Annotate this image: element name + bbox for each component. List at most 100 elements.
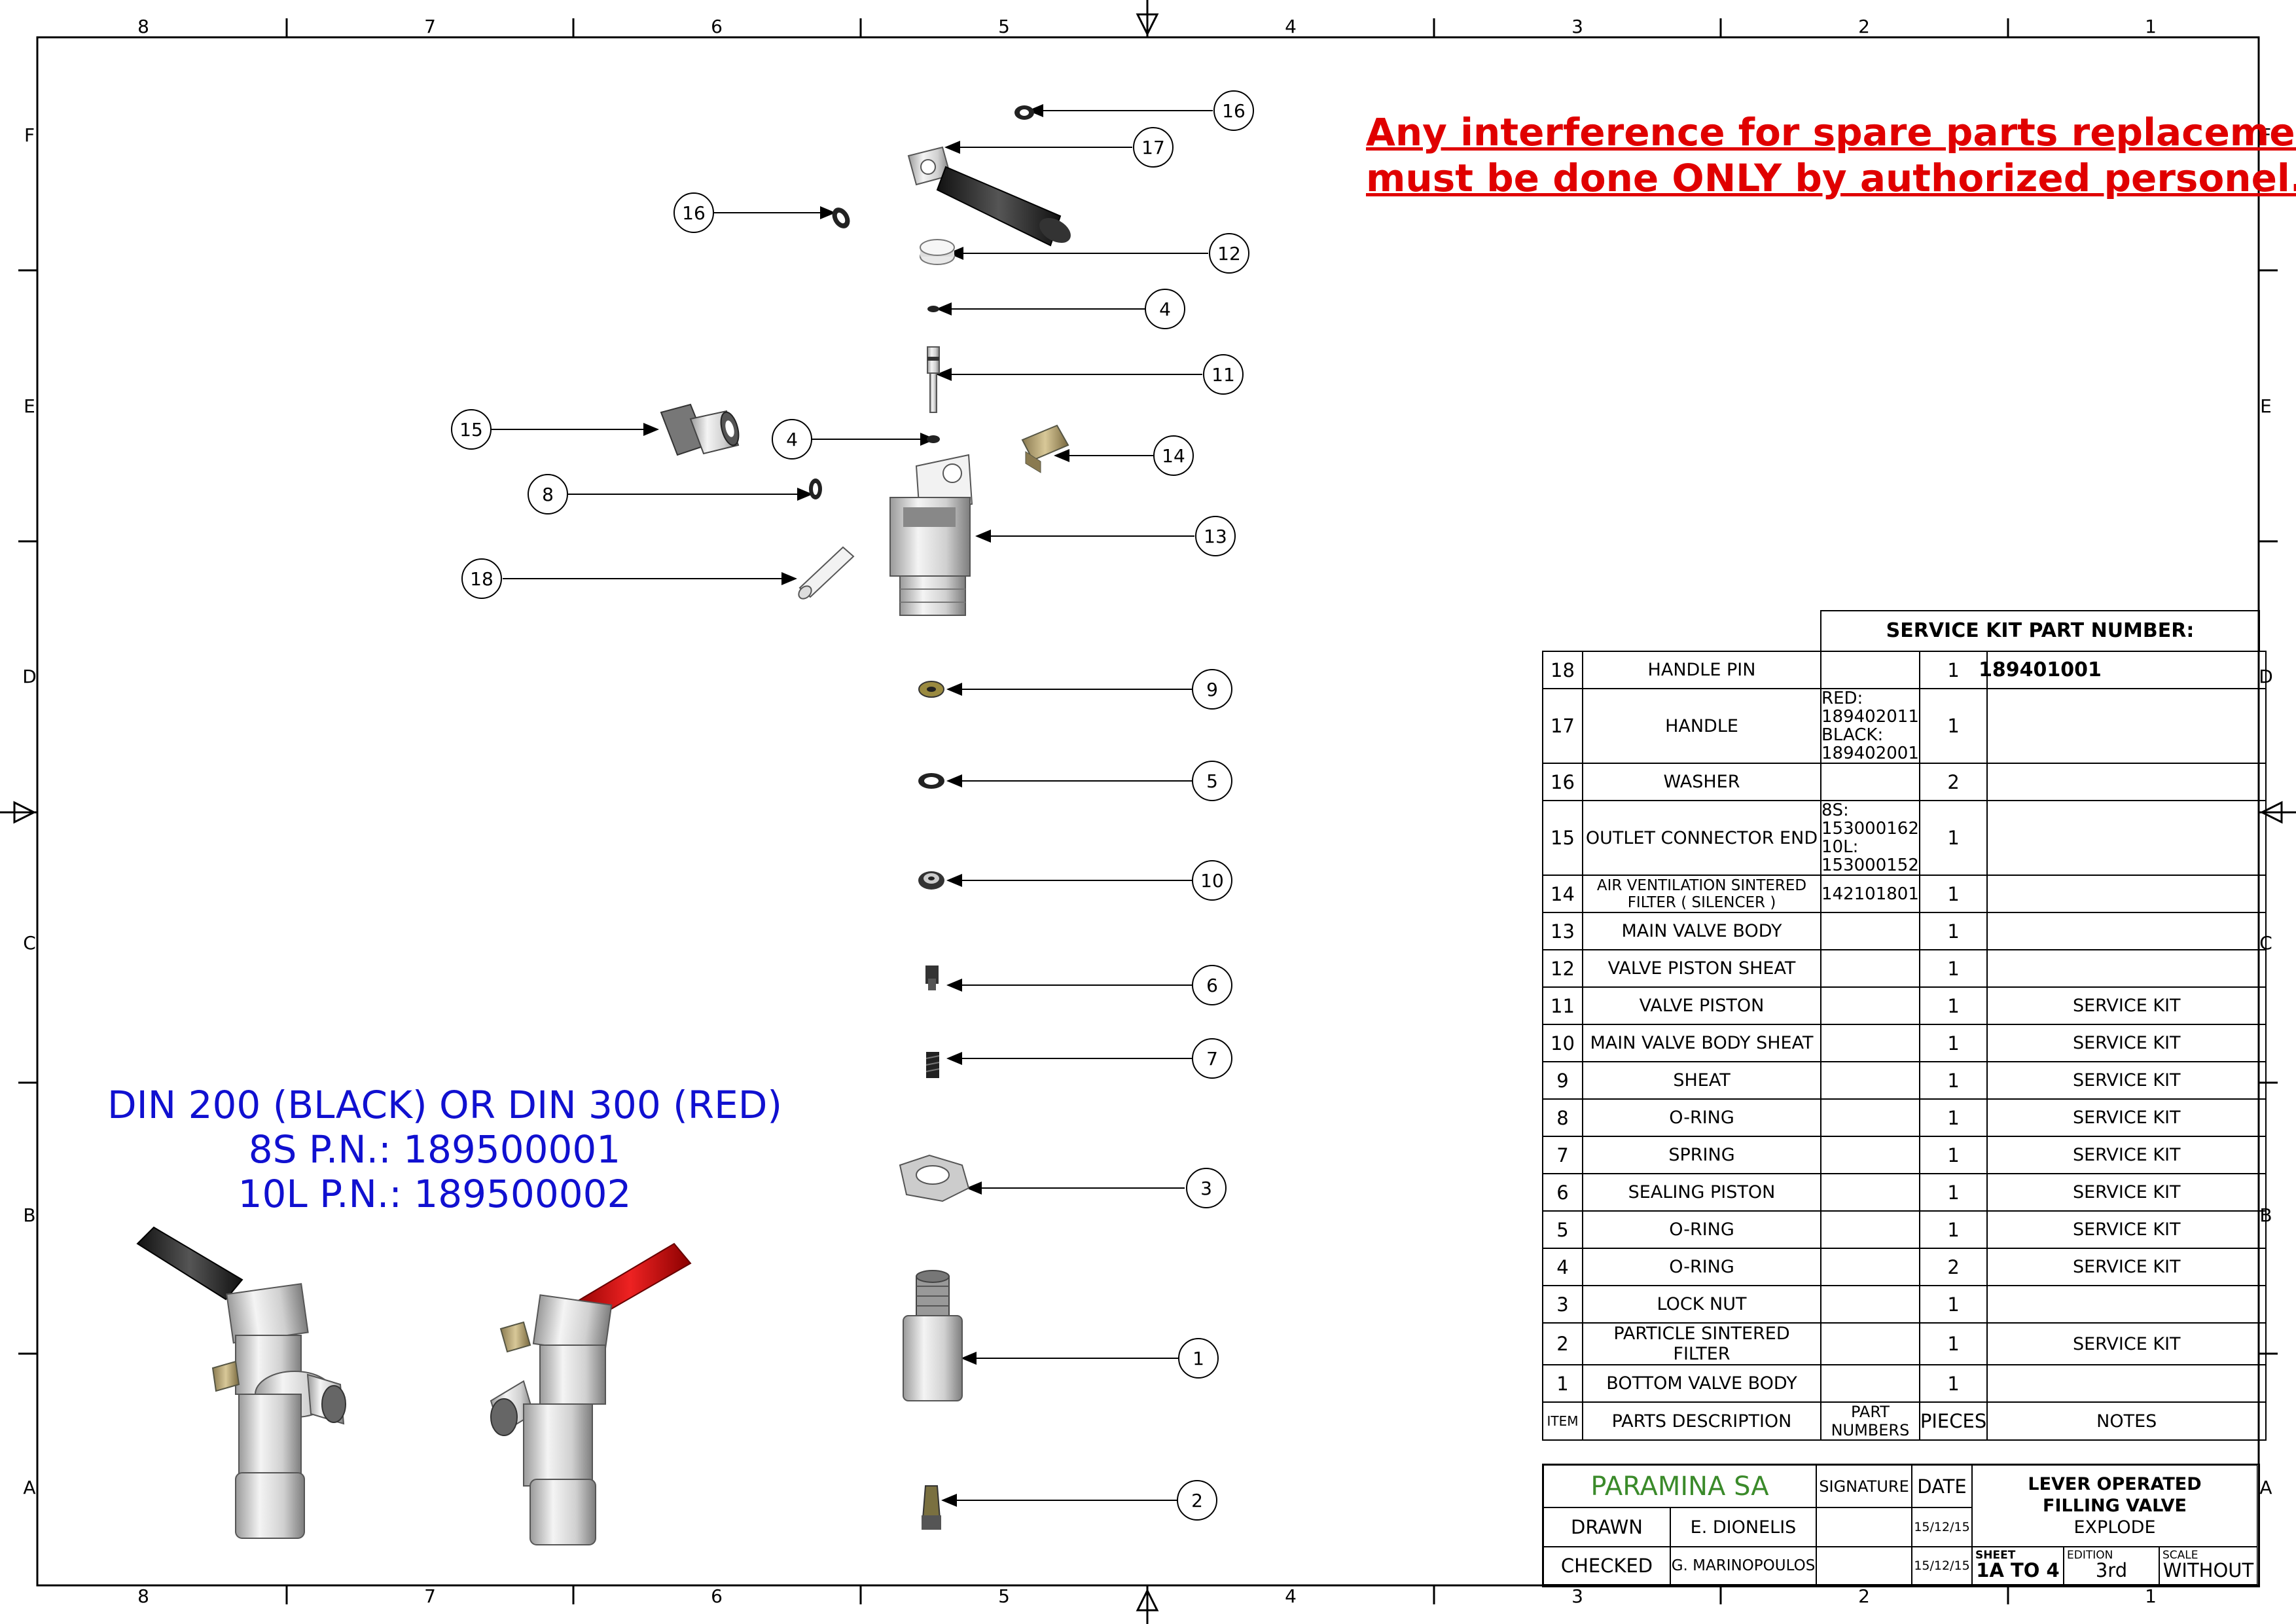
part-18-handle-pin — [798, 546, 855, 600]
callout-circle — [1177, 1480, 1217, 1521]
frame-column-label: 7 — [424, 16, 436, 37]
frame-row-label: F — [24, 124, 35, 146]
item-number: 4 — [1542, 1248, 1583, 1286]
callout-number: 2 — [1191, 1490, 1203, 1511]
checked-by: G. MARINOPOULOS — [1670, 1547, 1816, 1585]
frame-column-label: 5 — [998, 16, 1010, 37]
company-name: PARAMINA SA — [1543, 1465, 1816, 1507]
part-description: BOTTOM VALVE BODY — [1582, 1364, 1821, 1403]
frame-row-label: D — [22, 666, 37, 687]
frame-row-label: B — [23, 1204, 35, 1226]
part-number — [1820, 1285, 1920, 1324]
piece-count: 1 — [1918, 1210, 1988, 1249]
callout-circle — [1192, 761, 1232, 801]
callout-circle — [673, 192, 714, 233]
item-number: 11 — [1542, 986, 1583, 1025]
item-number: 10 — [1542, 1024, 1583, 1062]
part-note: SERVICE KIT — [1986, 1173, 2267, 1212]
callout-circle — [1192, 1038, 1232, 1079]
piece-count: 1 — [1918, 1285, 1988, 1324]
frame-column-label: 7 — [424, 1585, 436, 1607]
warning-line-1: Any interference for spare parts replace… — [1366, 110, 2296, 154]
part-note: SERVICE KIT — [1986, 1210, 2267, 1249]
part-description: MAIN VALVE BODY SHEAT — [1582, 1024, 1821, 1062]
part-note — [1986, 763, 2267, 801]
piece-count: 1 — [1918, 986, 1988, 1025]
part-2-particle-filter — [922, 1485, 941, 1530]
part-number: 142101801 — [1820, 875, 1920, 913]
piece-count: 1 — [1918, 1364, 1988, 1403]
callout-number: 11 — [1211, 364, 1235, 386]
part-16-washer-top — [1014, 105, 1034, 120]
edition-value: 3rd — [2095, 1559, 2128, 1581]
title-line-3: EXPLODE — [2073, 1517, 2156, 1538]
item-number: 15 — [1542, 800, 1583, 876]
part-note — [1986, 651, 2267, 689]
part-note: SERVICE KIT — [1986, 1098, 2267, 1137]
header-description: PARTS DESCRIPTION — [1582, 1401, 1821, 1441]
part-note: SERVICE KIT — [1986, 1136, 2267, 1174]
piece-count: 1 — [1918, 1136, 1988, 1174]
sheet-value: 1A TO 4 — [1976, 1559, 2060, 1581]
part-description: VALVE PISTON SHEAT — [1582, 949, 1821, 988]
header-item: ITEM — [1542, 1401, 1583, 1441]
part-description: HANDLE PIN — [1582, 651, 1821, 689]
part-description: WASHER — [1582, 763, 1821, 801]
callout-circle — [461, 558, 502, 599]
part-15-outlet-connector — [660, 403, 740, 456]
piece-count: 1 — [1918, 875, 1988, 913]
drawn-signature — [1816, 1507, 1912, 1547]
item-number: 7 — [1542, 1136, 1583, 1174]
part-10-body-sheat — [918, 871, 944, 890]
assembled-valve-black — [136, 1226, 346, 1539]
part-description: SHEAT — [1582, 1061, 1821, 1100]
piece-count: 1 — [1918, 688, 1988, 764]
callout-circle — [1192, 669, 1232, 710]
piece-count: 1 — [1918, 1024, 1988, 1062]
callout-number: 17 — [1141, 137, 1165, 158]
callout-number: 8 — [542, 484, 554, 505]
part-note: SERVICE KIT — [1986, 1061, 2267, 1100]
frame-column-label: 4 — [1285, 1585, 1297, 1607]
header-part-numbers: PART NUMBERS — [1820, 1401, 1920, 1441]
part-13-main-valve-body — [889, 454, 973, 616]
part-note — [1986, 688, 2267, 764]
item-number: 5 — [1542, 1210, 1583, 1249]
part-note — [1986, 1364, 2267, 1403]
scale-label: SCALE — [2162, 1549, 2198, 1562]
frame-column-label: 2 — [1858, 1585, 1870, 1607]
caption-line-1: DIN 200 (BLACK) OR DIN 300 (RED) — [107, 1083, 783, 1127]
callout-number: 16 — [1222, 100, 1246, 122]
part-16-washer-left — [832, 208, 850, 228]
checked-signature — [1816, 1547, 1912, 1585]
title-block: PARAMINA SA SIGNATURE DATE LEVER OPERATE… — [1542, 1464, 2260, 1587]
part-number — [1820, 1024, 1920, 1062]
part-description: VALVE PISTON — [1582, 986, 1821, 1025]
part-note: SERVICE KIT — [1986, 1322, 2267, 1365]
part-12-piston-sheat — [920, 239, 955, 265]
part-description: OUTLET CONNECTOR END — [1582, 800, 1821, 876]
piece-count: 1 — [1918, 800, 1988, 876]
callout-number: 3 — [1200, 1178, 1212, 1199]
part-note — [1986, 800, 2267, 876]
part-description: MAIN VALVE BODY — [1582, 912, 1821, 950]
part-5-oring — [918, 773, 944, 789]
part-number — [1820, 1173, 1920, 1212]
callout-number: 1 — [1193, 1348, 1204, 1369]
service-kit-header: SERVICE KIT PART NUMBER: 189401001 — [1820, 610, 2260, 681]
callout-circle — [528, 474, 568, 514]
item-number: 18 — [1542, 651, 1583, 689]
callout-number: 13 — [1204, 526, 1227, 547]
signature-header: SIGNATURE — [1816, 1465, 1912, 1507]
